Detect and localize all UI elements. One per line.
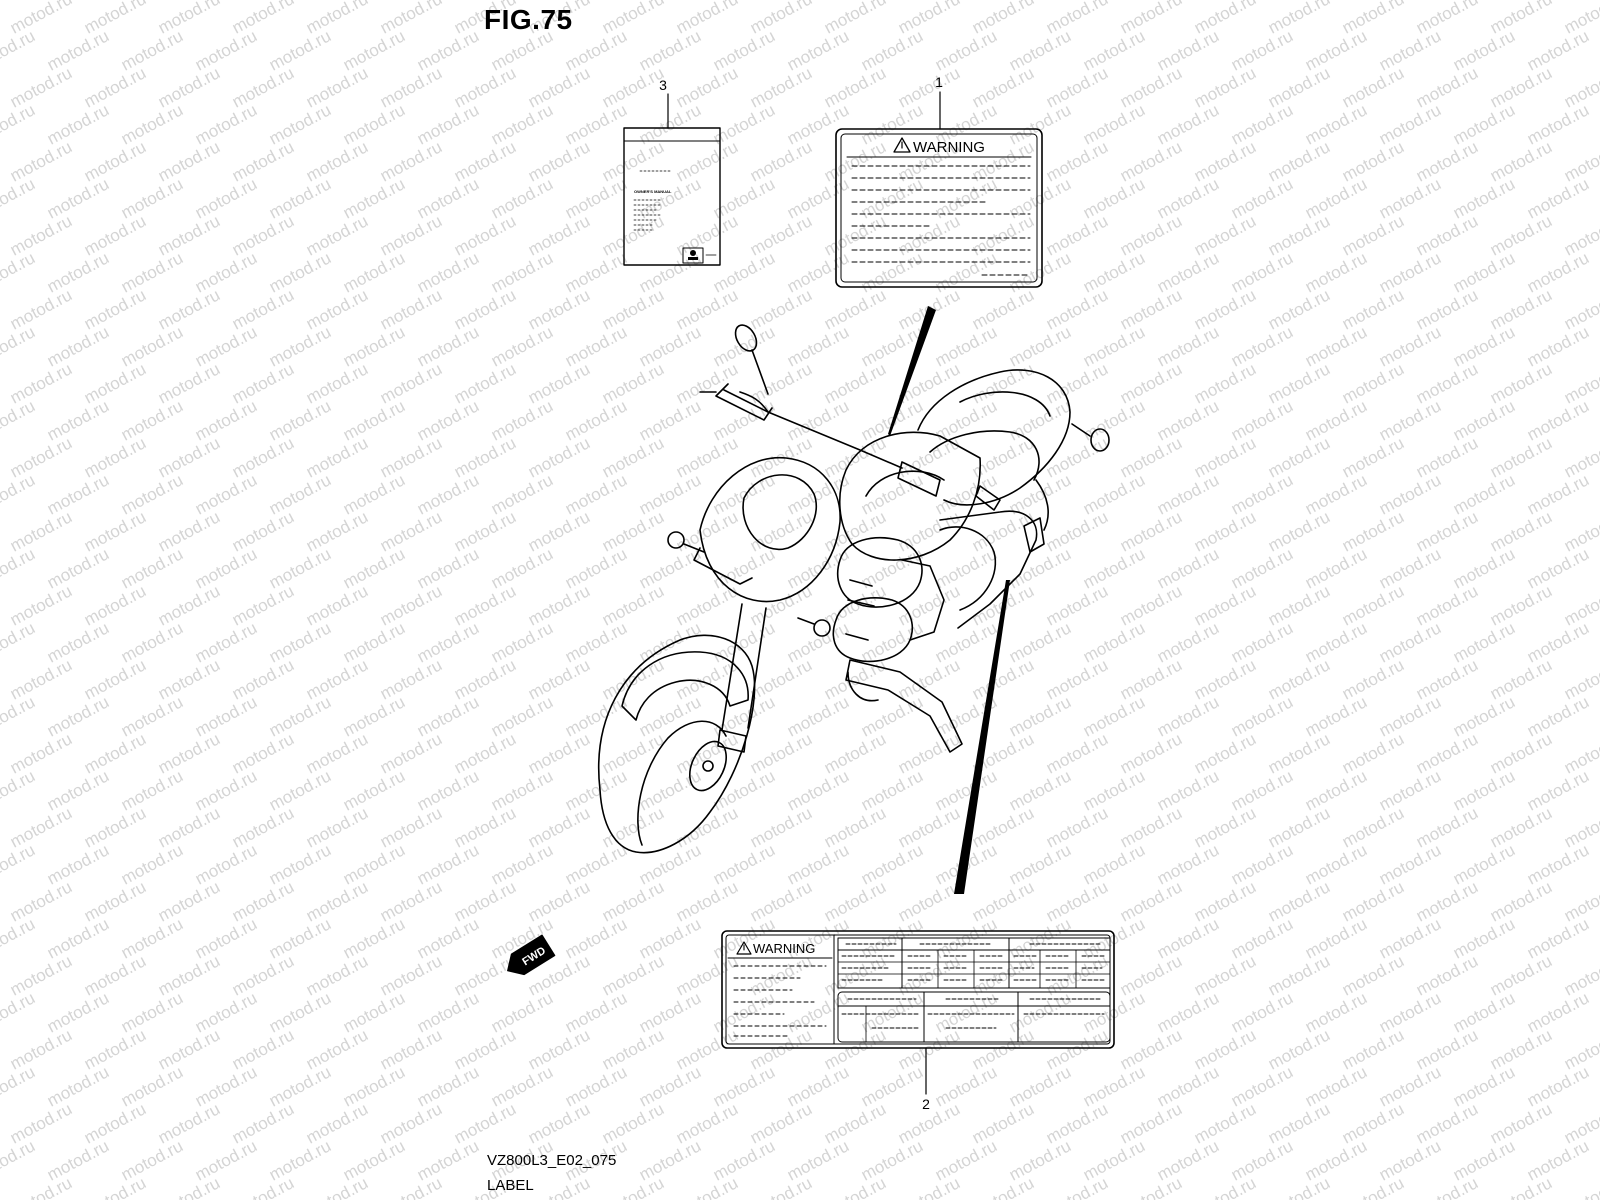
leader-wedge-part-2 (954, 580, 1010, 894)
part-number-1: 1 (935, 74, 943, 90)
forward-direction-badge: FWD (507, 934, 556, 976)
part-number-3: 3 (659, 77, 667, 93)
figure-code: VZ800L3_E02_075 (487, 1152, 617, 1169)
leader-wedge-part-1 (888, 306, 936, 436)
warning-label-part-2: WARNING (721, 930, 1115, 1112)
warning-heading-1: WARNING (913, 139, 985, 156)
owners-manual-part-3: 3 OWNER'S MANUAL (623, 77, 721, 266)
motorcycle-illustration (598, 324, 1110, 854)
figure-name: LABEL (487, 1177, 534, 1194)
warning-label-part-1: 1 WARNING (835, 74, 1043, 288)
figure-title: FIG.75 (484, 4, 573, 35)
warning-heading-2: WARNING (753, 941, 815, 956)
part-number-2: 2 (922, 1096, 930, 1112)
manual-caption: OWNER'S MANUAL (634, 189, 672, 194)
